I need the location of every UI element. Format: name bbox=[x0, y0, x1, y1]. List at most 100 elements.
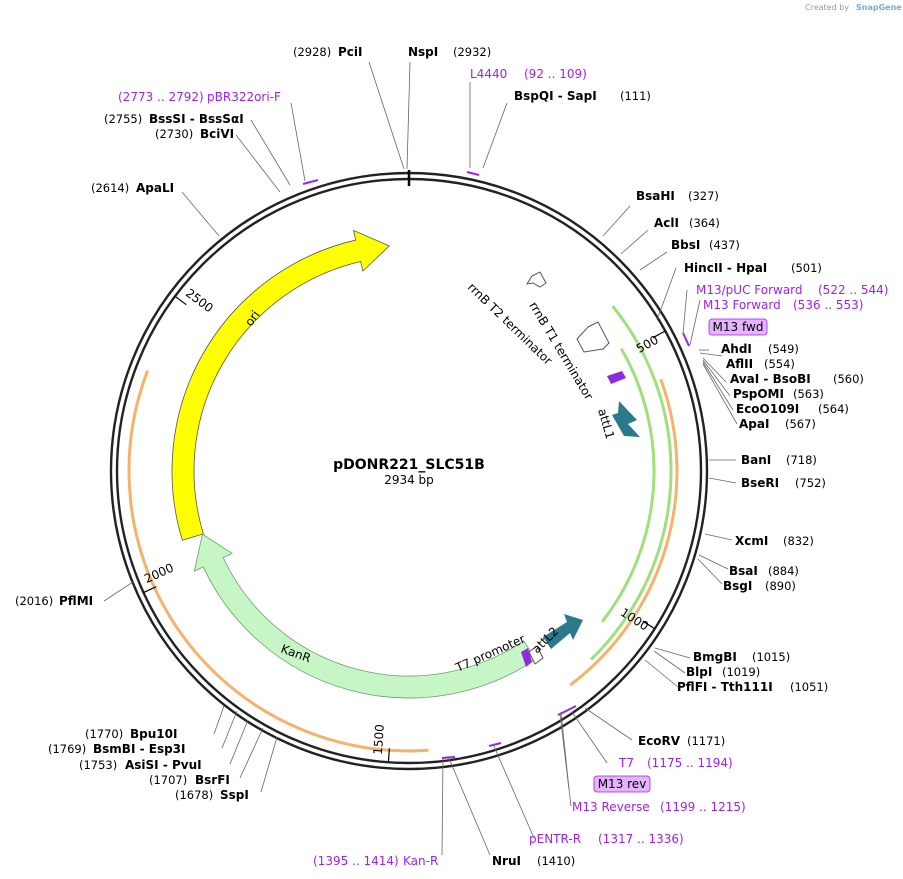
site-pos-pspomi: (563) bbox=[793, 387, 824, 401]
site-pos-acli: (364) bbox=[689, 216, 720, 230]
attl1-label: attL1 bbox=[595, 407, 617, 441]
site-name-pflfi[interactable]: PflFI - Tth111I bbox=[677, 680, 773, 694]
primer-range-l4440: (92 .. 109) bbox=[524, 67, 587, 81]
site-name-bsmbi[interactable]: BsmBI - Esp3I bbox=[93, 742, 185, 756]
small-promoter-arrow bbox=[528, 645, 544, 665]
site-pos-bbsi: (437) bbox=[709, 238, 740, 252]
site-name-bpu10i[interactable]: Bpu10I bbox=[130, 727, 177, 741]
primer-range-m13puc: (522 .. 544) bbox=[818, 283, 888, 297]
site-pos-bmgbi: (1015) bbox=[752, 650, 790, 664]
site-pos-bseri: (752) bbox=[795, 476, 826, 490]
site-name-bsgi[interactable]: BsgI bbox=[723, 579, 752, 593]
primer-name-m13fwd[interactable]: M13 Forward bbox=[703, 298, 781, 312]
site-name-pspomi[interactable]: PspOMI bbox=[733, 387, 784, 401]
site-labels: (2928) PciI NspI (2932) BspQI - SapI (11… bbox=[15, 45, 864, 868]
site-pos-sspi: (1678) bbox=[175, 788, 213, 802]
primer-name-pentr[interactable]: pENTR-R bbox=[529, 832, 581, 846]
site-name-bsrfi[interactable]: BsrFI bbox=[195, 773, 230, 787]
site-name-bspqi[interactable]: BspQI - SapI bbox=[514, 89, 597, 103]
tick-label-2500: 2500 bbox=[183, 286, 216, 315]
site-pos-bsmbi: (1769) bbox=[48, 742, 86, 756]
site-name-xcmi[interactable]: XcmI bbox=[735, 534, 768, 548]
site-pos-ecorv: (1171) bbox=[687, 734, 725, 748]
site-name-bsssi[interactable]: BssSI - BssSαI bbox=[149, 112, 244, 126]
connector-lines bbox=[103, 61, 738, 856]
pentr-primer-mark bbox=[488, 742, 502, 747]
site-pos-xcmi: (832) bbox=[783, 534, 814, 548]
t7-like-marker-top bbox=[607, 371, 626, 384]
site-name-ecorv[interactable]: EcoRV bbox=[638, 734, 681, 748]
m13-rev-box-label: M13 rev bbox=[598, 777, 647, 791]
attl1-arrow[interactable] bbox=[612, 401, 640, 437]
primer-name-kanr[interactable]: Kan-R bbox=[403, 854, 438, 868]
site-name-nrui[interactable]: NruI bbox=[492, 854, 521, 868]
primer-labels: L4440 (92 .. 109) (2773 .. 2792) pBR322o… bbox=[118, 67, 888, 868]
ori-feature[interactable] bbox=[171, 229, 391, 541]
primer-name-t7[interactable]: T7 bbox=[618, 756, 634, 770]
site-pos-bpu10i: (1770) bbox=[85, 727, 123, 741]
site-name-bmgbi[interactable]: BmgBI bbox=[693, 650, 737, 664]
site-name-bani[interactable]: BanI bbox=[741, 453, 771, 467]
site-name-avai[interactable]: AvaI - BsoBI bbox=[730, 372, 811, 386]
site-name-aflii[interactable]: AflII bbox=[726, 357, 753, 371]
m13-rev-box[interactable] bbox=[593, 775, 651, 793]
site-name-sspi[interactable]: SspI bbox=[220, 788, 249, 802]
primer-name-m13puc[interactable]: M13/pUC Forward bbox=[696, 283, 803, 297]
site-pos-asisi: (1753) bbox=[79, 758, 117, 772]
feature-layer bbox=[127, 171, 690, 759]
tick-label-1000: 1000 bbox=[618, 605, 651, 633]
kanr-feature[interactable] bbox=[193, 533, 537, 699]
site-pos-avai: (560) bbox=[833, 372, 864, 386]
site-pos-ahdi: (549) bbox=[768, 342, 799, 356]
orf-inner-feature[interactable] bbox=[569, 378, 679, 687]
site-pos-nspi: (2932) bbox=[453, 45, 491, 59]
site-name-pcii[interactable]: PciI bbox=[338, 45, 363, 59]
site-pos-bsgi: (890) bbox=[765, 579, 796, 593]
site-name-apai[interactable]: ApaI bbox=[739, 417, 769, 431]
primer-range-kanr: (1395 .. 1414) bbox=[313, 854, 399, 868]
site-name-bsai[interactable]: BsaI bbox=[729, 564, 758, 578]
primer-name-m13rev[interactable]: M13 Reverse bbox=[572, 800, 650, 814]
m13-primer-mark bbox=[682, 332, 690, 347]
site-name-nspi[interactable]: NspI bbox=[408, 45, 438, 59]
site-name-asisi[interactable]: AsiSI - PvuI bbox=[125, 758, 202, 772]
site-name-hincii[interactable]: HincII - HpaI bbox=[684, 261, 767, 275]
tick-mark-500 bbox=[652, 330, 666, 339]
site-name-acli[interactable]: AclI bbox=[654, 216, 679, 230]
primer-range-pentr: (1317 .. 1336) bbox=[598, 832, 684, 846]
site-pos-bsahi: (327) bbox=[688, 189, 719, 203]
credit-brand: SnapGene bbox=[856, 3, 902, 12]
site-name-bsahi[interactable]: BsaHI bbox=[636, 189, 675, 203]
l4440-primer-mark bbox=[466, 171, 480, 176]
attl2-arrow[interactable] bbox=[543, 614, 583, 649]
pbr322-primer-mark bbox=[302, 179, 319, 185]
attl-outer-feature[interactable] bbox=[589, 305, 673, 661]
tick-label-1500: 1500 bbox=[371, 724, 387, 755]
attl-inner-feature[interactable] bbox=[600, 347, 656, 623]
rrnb-t1-arrow bbox=[576, 321, 610, 353]
tick-label-2000: 2000 bbox=[142, 561, 176, 586]
site-pos-apali: (2614) bbox=[91, 181, 129, 195]
site-pos-pflmi: (2016) bbox=[15, 594, 53, 608]
tick-mark-1000 bbox=[642, 620, 656, 630]
m13-fwd-box[interactable] bbox=[708, 318, 768, 336]
primer-range-m13rev: (1199 .. 1215) bbox=[660, 800, 746, 814]
rrnb-t2-arrow bbox=[525, 271, 547, 288]
site-name-blpi[interactable]: BlpI bbox=[686, 665, 712, 679]
tick-mark-2500 bbox=[174, 295, 187, 306]
site-name-bseri[interactable]: BseRI bbox=[741, 476, 779, 490]
site-pos-bsrfi: (1707) bbox=[149, 773, 187, 787]
site-name-bcivi[interactable]: BciVI bbox=[200, 127, 234, 141]
primer-name-pbr322[interactable]: pBR322ori-F bbox=[207, 90, 281, 104]
primer-range-pbr322: (2773 .. 2792) bbox=[118, 90, 204, 104]
primer-name-l4440[interactable]: L4440 bbox=[470, 67, 507, 81]
orf-outer-feature[interactable] bbox=[127, 370, 429, 753]
plasmid-size: 2934 bp bbox=[384, 473, 434, 487]
site-name-ahdi[interactable]: AhdI bbox=[721, 342, 752, 356]
site-name-apali[interactable]: ApaLI bbox=[136, 181, 174, 195]
site-name-ecoo109i[interactable]: EcoO109I bbox=[736, 402, 799, 416]
site-name-bbsi[interactable]: BbsI bbox=[671, 238, 700, 252]
site-name-pflmi[interactable]: PflMI bbox=[59, 594, 93, 608]
primer-range-m13fwd: (536 .. 553) bbox=[793, 298, 863, 312]
